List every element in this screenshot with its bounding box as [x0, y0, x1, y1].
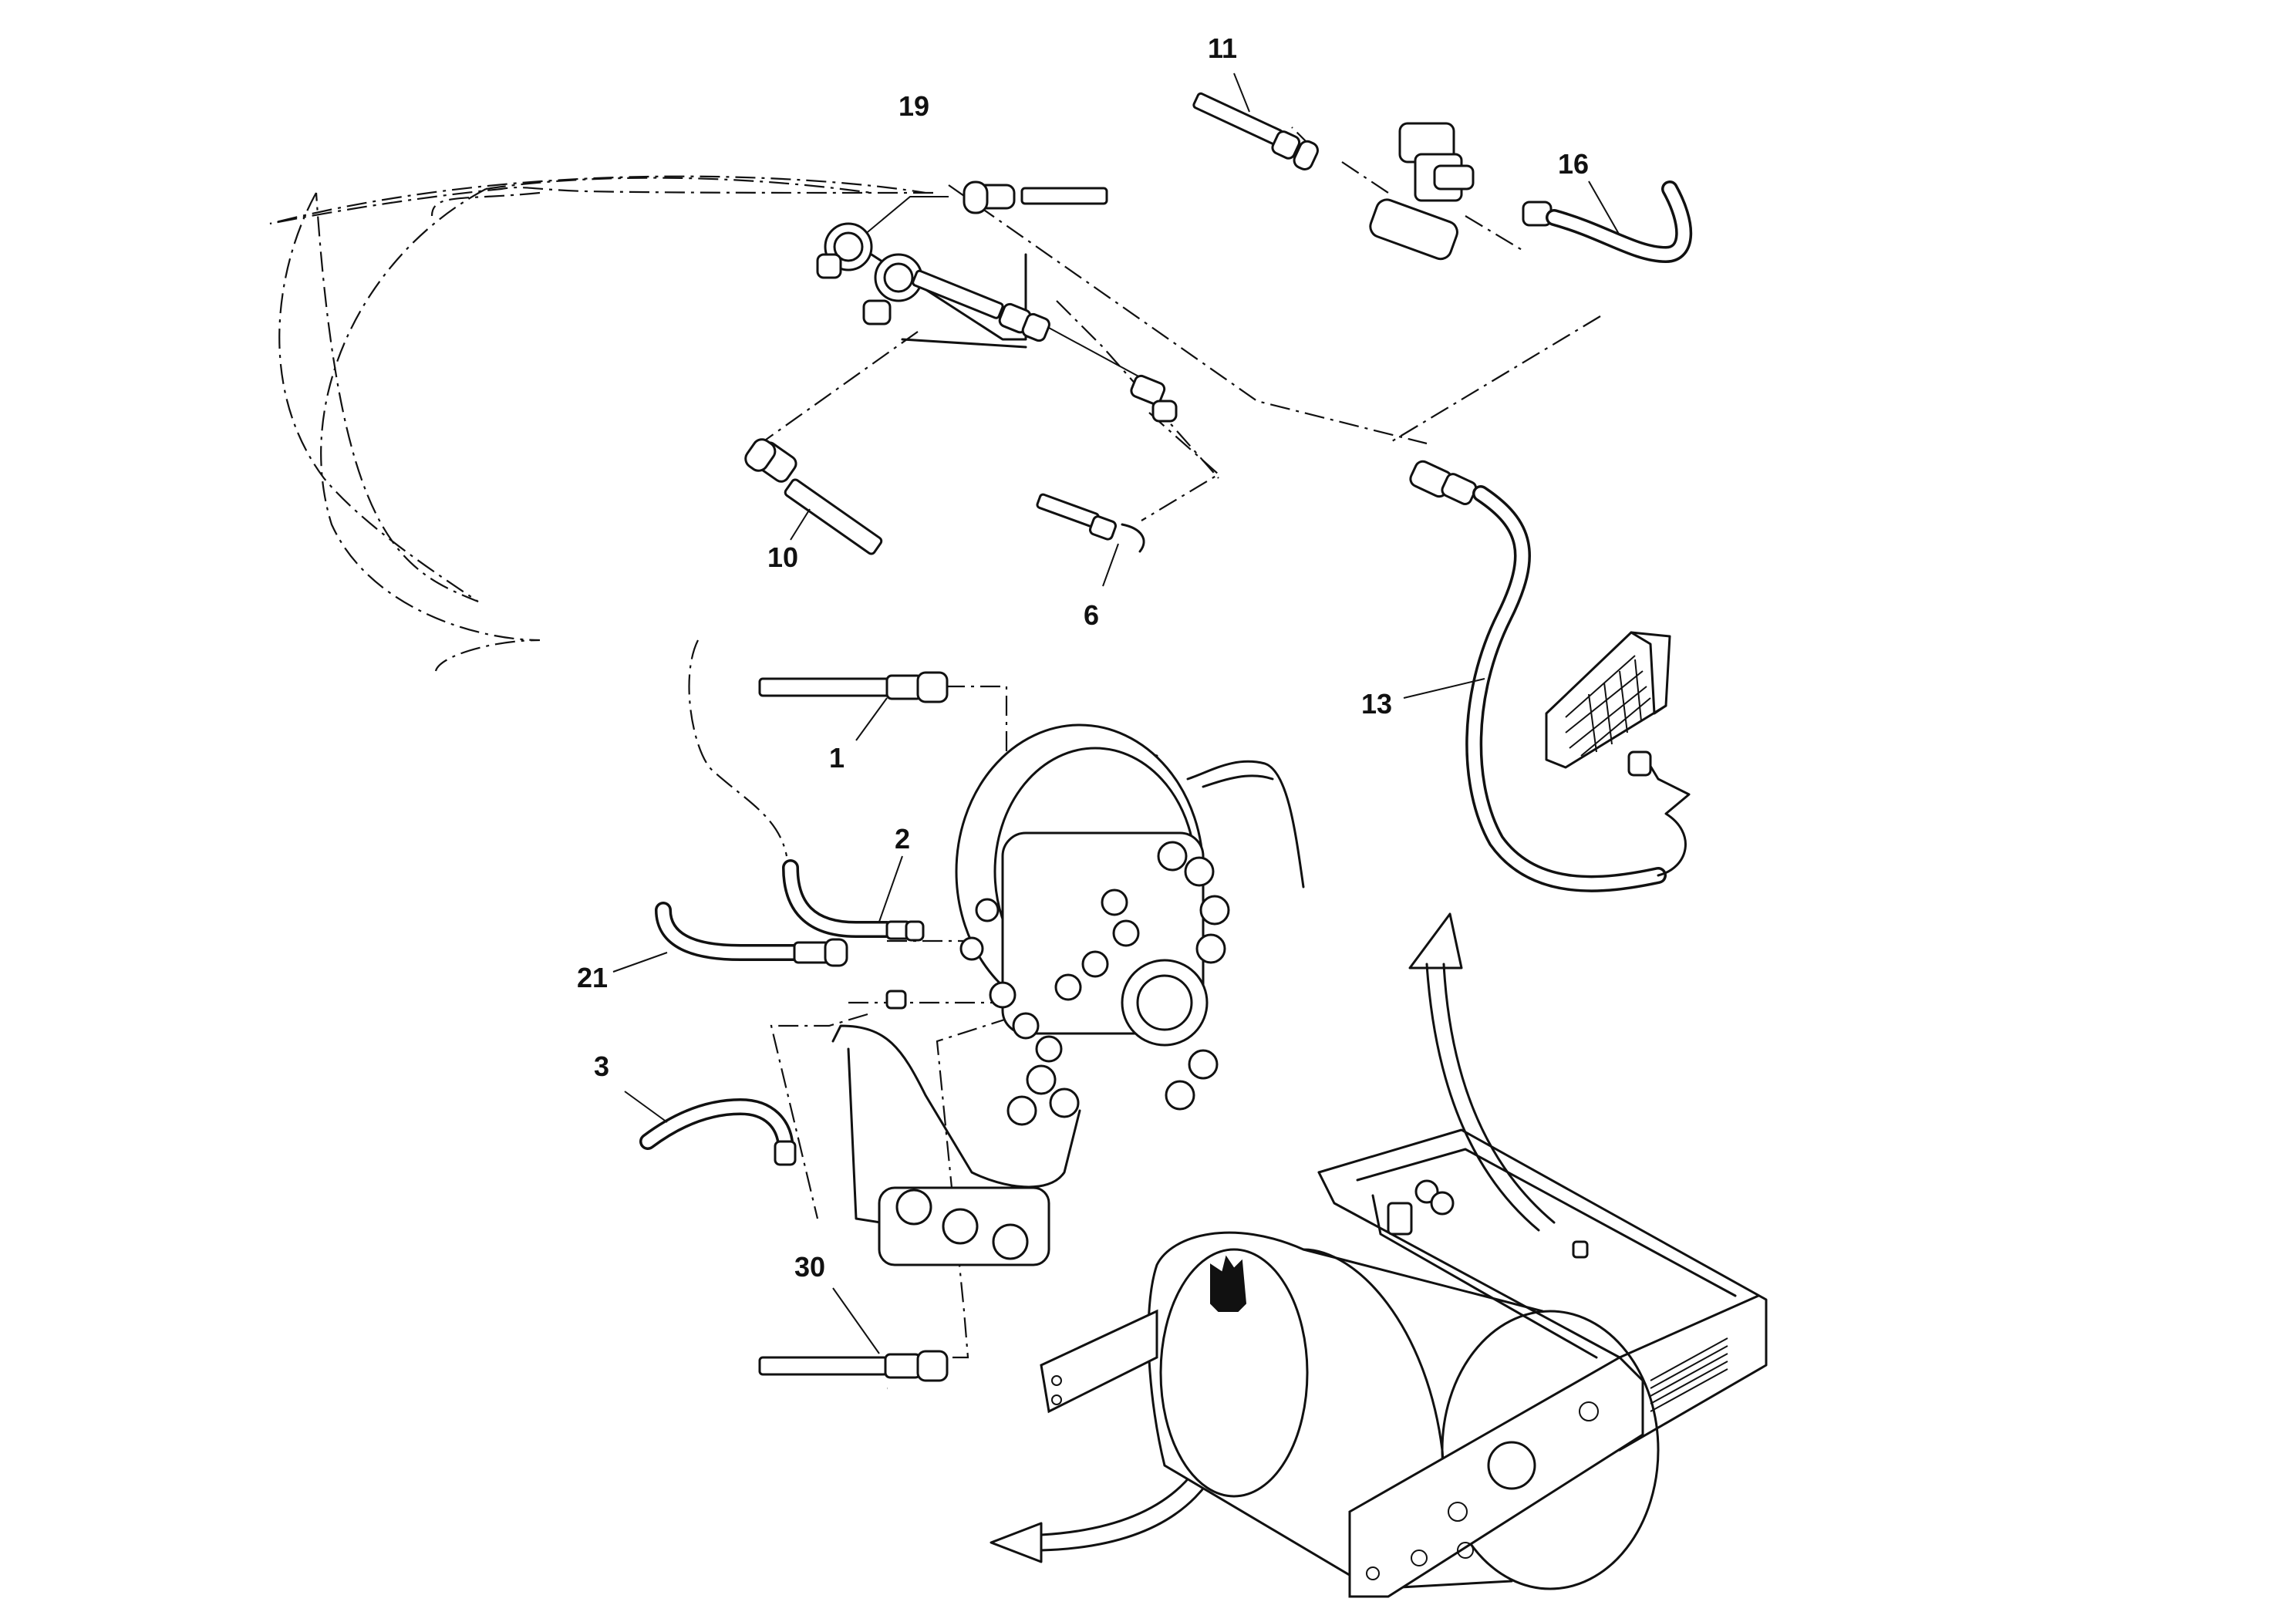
callout-2: 2	[895, 823, 910, 855]
callout-3: 3	[594, 1050, 609, 1082]
part-6-elbow-fitting	[1036, 493, 1145, 587]
drum-frame-assembly	[1040, 1128, 1768, 1598]
hand-marker-icon	[1210, 1255, 1247, 1312]
part-1-hose-fitting	[758, 671, 949, 741]
part-16-hose	[1522, 180, 1693, 263]
callout-1: 1	[829, 742, 845, 774]
part-13-hose	[1403, 460, 1691, 892]
part-3-hose	[624, 1091, 797, 1166]
part-19-hose-fitting	[840, 180, 1108, 255]
connection-lines	[269, 126, 1601, 1359]
callout-6: 6	[1084, 599, 1099, 631]
drive-motor-assembly	[831, 723, 1305, 1266]
part-2-hose	[782, 855, 925, 942]
tee-fitting	[1369, 122, 1475, 261]
curved-arrow-up-icon	[1408, 912, 1556, 1232]
part-10-hose-fitting	[744, 438, 883, 555]
cooler-panel	[1545, 631, 1671, 777]
callout-13: 13	[1361, 688, 1392, 720]
callout-21: 21	[577, 962, 608, 993]
part-30-hose-fitting	[758, 1287, 949, 1382]
callout-16: 16	[1558, 148, 1589, 180]
part-21-hose	[612, 902, 848, 973]
callout-30: 30	[794, 1251, 825, 1283]
callout-labels: 19 11 16 10 6 13 1 2 21 3 30	[577, 32, 1589, 1283]
callout-11: 11	[1208, 32, 1237, 64]
callout-19: 19	[899, 90, 929, 122]
part-11-hose-fitting	[1192, 73, 1319, 170]
callout-10: 10	[767, 541, 798, 573]
valve-block-assembly	[816, 222, 1178, 423]
